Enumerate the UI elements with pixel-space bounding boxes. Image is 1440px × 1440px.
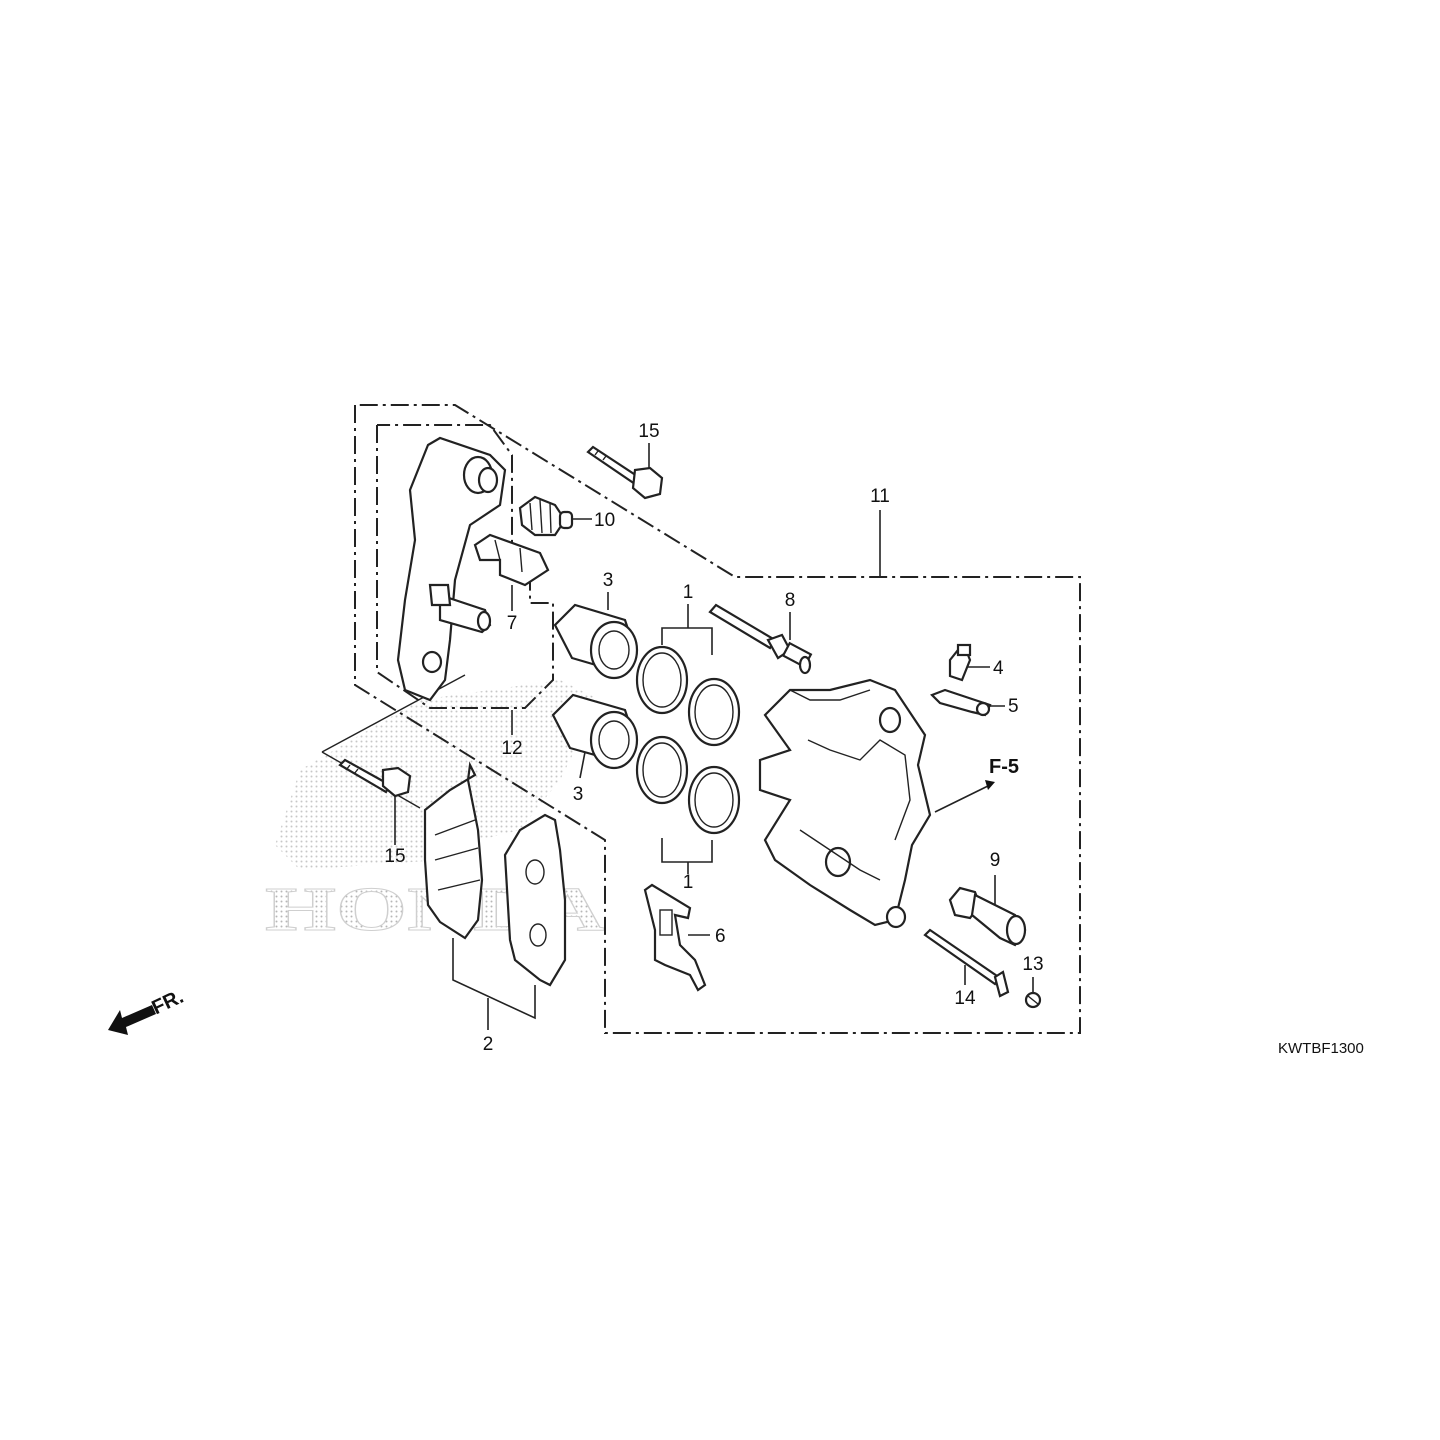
callout-14: 14 xyxy=(954,988,976,1009)
callout-5: 5 xyxy=(1008,696,1019,717)
callout-15-top: 15 xyxy=(638,421,659,442)
pin-boot xyxy=(518,495,574,537)
callout-10: 10 xyxy=(594,510,615,531)
callout-6: 6 xyxy=(715,926,726,947)
callout-4: 4 xyxy=(993,658,1004,679)
caliper-bracket xyxy=(396,436,507,702)
bleed-valve xyxy=(948,643,972,682)
reference-f5: F-5 xyxy=(989,756,1019,778)
callout-11: 11 xyxy=(870,486,890,507)
front-arrow-icon: FR. xyxy=(108,986,187,1035)
assembly-boundary-12 xyxy=(376,424,554,709)
caliper-body xyxy=(758,678,932,929)
diagram-code: KWTBF1300 xyxy=(1278,1040,1364,1057)
callout-13: 13 xyxy=(1022,954,1043,975)
callout-2: 2 xyxy=(483,1034,494,1055)
caliper-pin-bolt xyxy=(948,886,1027,947)
piston-lower xyxy=(551,693,639,770)
assembly-boundary-11 xyxy=(354,404,1081,1034)
piston-seals-upper xyxy=(635,645,741,747)
piston-upper xyxy=(553,603,639,680)
callout-9: 9 xyxy=(990,850,1001,871)
slide-pin xyxy=(708,603,813,675)
bleed-cap xyxy=(930,688,992,717)
callout-3-lower: 3 xyxy=(573,784,584,805)
pad-retainer xyxy=(643,883,707,992)
brake-pad-left xyxy=(423,761,484,940)
callout-7: 7 xyxy=(507,613,518,634)
callout-8: 8 xyxy=(785,590,796,611)
callout-12: 12 xyxy=(501,738,522,759)
flange-bolt-top xyxy=(586,445,664,500)
leader-lines xyxy=(394,443,1034,1030)
flange-bolt-lower xyxy=(338,758,412,798)
callout-1-lower: 1 xyxy=(683,872,694,893)
callout-15-lower: 15 xyxy=(384,846,405,867)
pad-pin xyxy=(923,928,1010,998)
brake-pad-right xyxy=(503,813,567,987)
callout-3-upper: 3 xyxy=(603,570,614,591)
pad-pin-plug xyxy=(1024,991,1042,1009)
callout-1-upper: 1 xyxy=(683,582,694,603)
piston-seals-lower xyxy=(635,735,741,835)
pad-spring xyxy=(473,533,550,587)
